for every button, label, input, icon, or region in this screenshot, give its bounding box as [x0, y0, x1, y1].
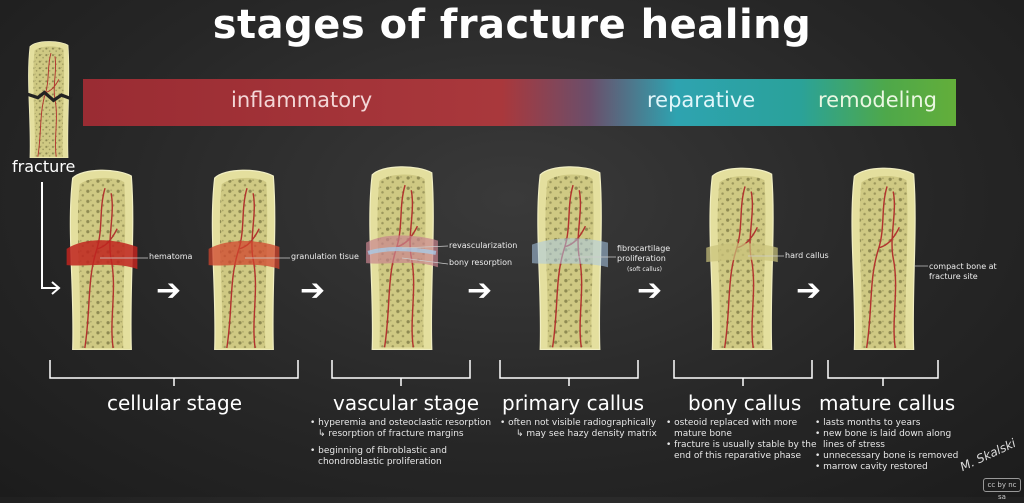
bone-compact-image	[851, 167, 916, 350]
mature-callus-title: mature callus	[819, 391, 956, 415]
mature-callus-bracket	[827, 360, 939, 386]
mature-callus-notes: • lasts months to years • new bone is la…	[815, 418, 958, 473]
primary-callus-title: primary callus	[502, 391, 645, 415]
fractured-bone-image	[25, 41, 73, 158]
fibrocartilage-label: fibrocartilage	[617, 244, 671, 253]
arrow-right-icon: ➔	[467, 273, 493, 308]
soft-callus-label: (soft callus)	[627, 266, 662, 273]
mature-note: lines of stress	[823, 440, 885, 450]
phase-gradient-bar: inflammatory reparative remodeling	[83, 79, 956, 126]
primary-callus-bracket	[499, 360, 639, 386]
mature-note: • unnecessary bone is removed	[815, 451, 959, 461]
bony-callus-bracket	[673, 360, 813, 386]
revascularization-leader-lines	[402, 245, 448, 265]
revascularization-label: revascularization	[449, 241, 518, 250]
mature-note: • marrow cavity restored	[815, 462, 928, 472]
author-signature: M. Skalski	[957, 436, 1018, 474]
bony-note: • fracture is usually stable by the	[666, 440, 817, 450]
bony-callus-notes: • osteoid replaced with more mature bone…	[666, 418, 817, 462]
primary-note: • often not visible radiographically	[500, 418, 657, 428]
vascular-note: chondroblastic proliferation	[318, 457, 442, 467]
primary-note: ↳ may see hazy density matrix	[516, 429, 657, 439]
bone-granulation-image	[208, 169, 280, 350]
hematoma-leader-line	[100, 257, 148, 259]
bone-soft-callus-image	[532, 166, 608, 350]
arrow-right-icon: ➔	[300, 273, 326, 308]
bony-resorption-label: bony resorption	[449, 258, 513, 267]
bone-hematoma-image	[66, 169, 138, 350]
fracture-site-label: fracture site	[929, 272, 978, 281]
phase-remodeling-label: remodeling	[818, 88, 937, 112]
vascular-note: • beginning of fibroblastic and	[310, 446, 447, 456]
compact-bone-label: compact bone at	[929, 262, 997, 271]
vascular-note: ↳ resorption of fracture margins	[318, 429, 464, 439]
mature-note: • new bone is laid down along	[815, 429, 952, 439]
vascular-stage-title: vascular stage	[333, 391, 480, 415]
vascular-note: • hyperemia and osteoclastic resorption	[310, 418, 492, 428]
vascular-stage-notes: • hyperemia and osteoclastic resorption …	[310, 418, 491, 468]
phase-reparative-label: reparative	[647, 88, 756, 112]
granulation-leader-line	[245, 257, 290, 259]
cellular-stage-bracket	[49, 360, 299, 386]
vascular-stage-bracket	[331, 360, 471, 386]
bone-hard-callus-image	[706, 167, 778, 350]
proliferation-label: proliferation	[617, 254, 666, 263]
hematoma-label: hematoma	[149, 252, 193, 261]
license-badge: cc by nc sa	[983, 478, 1021, 501]
cellular-stage-title: cellular stage	[107, 391, 242, 415]
mature-note: • lasts months to years	[815, 418, 921, 428]
arrow-right-icon: ➔	[637, 273, 663, 308]
arrow-right-icon: ➔	[156, 273, 182, 308]
phase-inflammatory-label: inflammatory	[231, 88, 373, 112]
bony-note: mature bone	[674, 429, 732, 439]
page-title: stages of fracture healing	[212, 2, 812, 48]
hard-callus-label: hard callus	[785, 251, 829, 260]
soft-callus-leader-line	[572, 256, 616, 258]
primary-callus-notes: • often not visible radiographically ↳ m…	[500, 418, 657, 440]
hard-callus-leader-line	[748, 255, 784, 257]
compact-bone-leader-line	[914, 265, 928, 267]
bone-revascularization-image	[366, 166, 438, 350]
granulation-label: granulation tisue	[291, 252, 359, 261]
fracture-flow-arrow	[41, 182, 61, 295]
bony-callus-title: bony callus	[688, 391, 802, 415]
bony-note: • osteoid replaced with more	[666, 418, 798, 428]
bony-note: end of this reparative phase	[674, 451, 802, 461]
fracture-label: fracture	[12, 157, 76, 176]
arrow-right-icon: ➔	[796, 273, 822, 308]
